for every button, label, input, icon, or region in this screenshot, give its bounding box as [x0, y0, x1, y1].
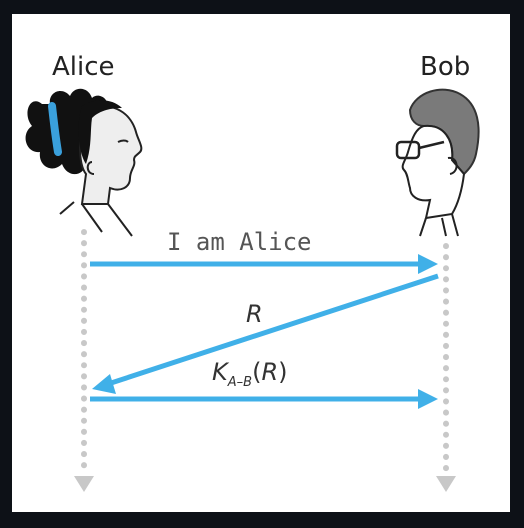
- alice-lifeline: [74, 229, 94, 492]
- message-3-arrow: [90, 389, 438, 409]
- message-3-key-subscript: A–B: [227, 375, 253, 390]
- diagram-frame: Alice Bob: [12, 14, 510, 512]
- message-2-label: R: [246, 300, 263, 328]
- sequence-diagram: [25, 88, 480, 492]
- bob-label: Bob: [420, 52, 471, 82]
- alice-label: Alice: [52, 52, 115, 82]
- message-1-label: I am Alice: [167, 228, 312, 256]
- message-1-arrow: [90, 254, 438, 274]
- bob-portrait-icon: [395, 88, 480, 237]
- alice-portrait-icon: [25, 88, 143, 237]
- message-3-argument: R: [261, 358, 279, 386]
- message-3-label: KA–B(R): [212, 358, 288, 390]
- message-2-arrow: [92, 273, 439, 394]
- bob-lifeline: [436, 243, 456, 492]
- message-3-key: K: [212, 358, 228, 386]
